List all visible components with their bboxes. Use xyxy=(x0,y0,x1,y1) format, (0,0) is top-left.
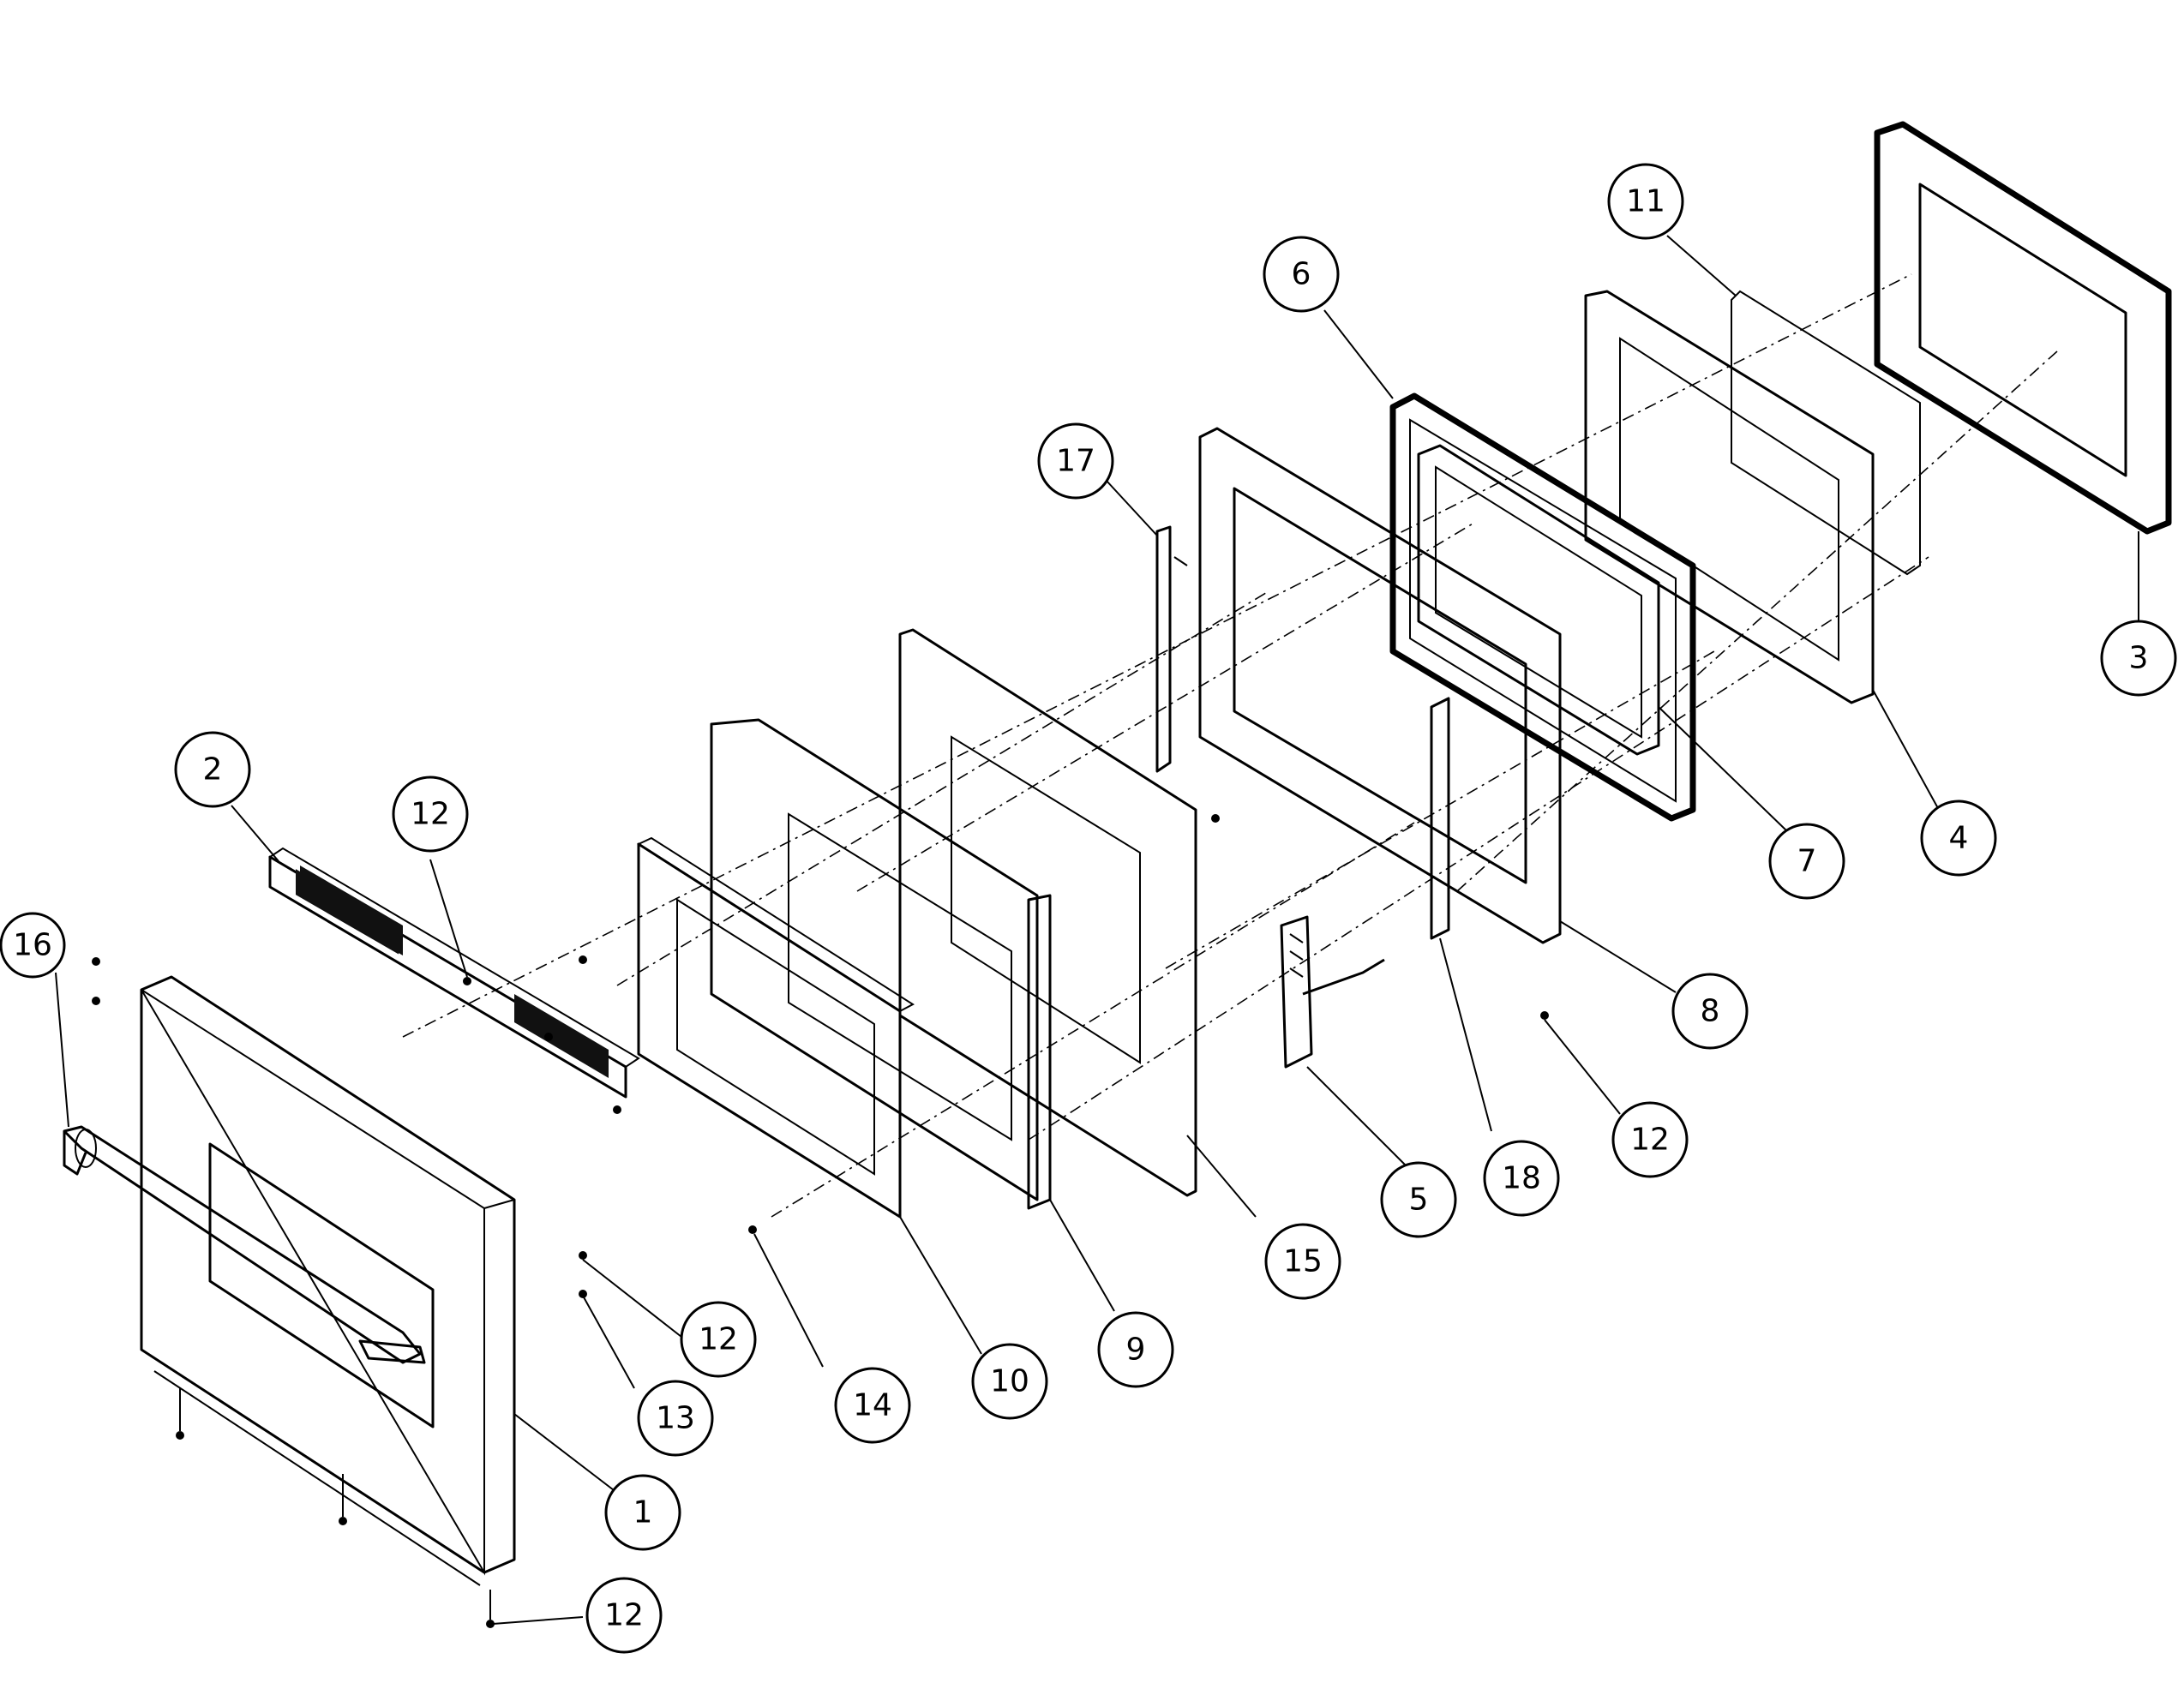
door-gasket xyxy=(1389,392,1696,822)
callout-12-bottom: 12 xyxy=(585,1577,663,1654)
glass-pane xyxy=(1417,444,1660,756)
callout-16: 16 xyxy=(0,912,66,979)
door-handle xyxy=(63,1125,426,1364)
door-liner-panel xyxy=(898,628,1197,1197)
outer-door-panel xyxy=(140,975,516,1586)
callout-18: 18 xyxy=(1483,1140,1560,1217)
callout-5-label: 5 xyxy=(1409,1183,1429,1218)
callout-2: 2 xyxy=(174,731,251,808)
callout-13: 13 xyxy=(637,1380,714,1457)
callout-8-label: 8 xyxy=(1701,994,1720,1029)
callout-11: 11 xyxy=(1607,163,1684,240)
callout-7: 7 xyxy=(1768,823,1845,900)
callout-12-right-label: 12 xyxy=(1630,1123,1670,1158)
callout-12-bottom-label: 12 xyxy=(604,1598,644,1633)
inner-window-frame xyxy=(1584,290,1875,704)
callout-9: 9 xyxy=(1097,1311,1174,1388)
hinge-bracket-left xyxy=(1155,525,1188,773)
callout-4-label: 4 xyxy=(1949,821,1969,856)
callout-11-label: 11 xyxy=(1626,184,1665,219)
callout-12-top-label: 12 xyxy=(411,797,450,832)
callout-1: 1 xyxy=(604,1474,681,1551)
screws xyxy=(92,814,1549,1628)
rear-gasket-frame xyxy=(1874,121,2172,535)
callout-9-label: 9 xyxy=(1126,1333,1146,1368)
vent-slots xyxy=(300,865,609,1078)
callout-10: 10 xyxy=(971,1343,1048,1420)
callout-13-label: 13 xyxy=(656,1401,695,1436)
callout-6: 6 xyxy=(1263,236,1340,313)
inner-glass-frame xyxy=(636,836,915,1219)
window-glass xyxy=(1731,290,1921,576)
inner-door-baffle xyxy=(710,718,1052,1210)
callout-18-label: 18 xyxy=(1502,1161,1541,1196)
callout-14-label: 14 xyxy=(853,1388,892,1423)
callout-4: 4 xyxy=(1920,800,1997,877)
door-hinge xyxy=(1280,915,1385,1069)
callout-12-top: 12 xyxy=(392,776,469,853)
callout-8: 8 xyxy=(1671,973,1749,1050)
callout-17-label: 17 xyxy=(1056,444,1095,479)
callout-5: 5 xyxy=(1380,1161,1457,1238)
callout-14: 14 xyxy=(834,1367,911,1444)
leader-lines xyxy=(55,235,2139,1625)
callout-3: 3 xyxy=(2100,620,2177,697)
callout-15-label: 15 xyxy=(1283,1244,1323,1279)
callout-10-label: 10 xyxy=(990,1364,1029,1399)
callout-12-front-label: 12 xyxy=(699,1322,738,1357)
callout-7-label: 7 xyxy=(1797,844,1817,879)
callout-17: 17 xyxy=(1037,422,1114,500)
callout-3-label: 3 xyxy=(2129,641,2149,676)
callout-1-label: 1 xyxy=(633,1495,653,1530)
callout-15: 15 xyxy=(1264,1223,1341,1300)
callout-6-label: 6 xyxy=(1292,257,1311,292)
callout-16-label: 16 xyxy=(13,928,52,963)
door-frame xyxy=(1198,427,1562,944)
callout-12-front: 12 xyxy=(680,1301,757,1378)
callout-12-right: 12 xyxy=(1611,1101,1689,1178)
hinge-bracket-right xyxy=(1430,697,1450,940)
callout-2-label: 2 xyxy=(203,752,223,788)
